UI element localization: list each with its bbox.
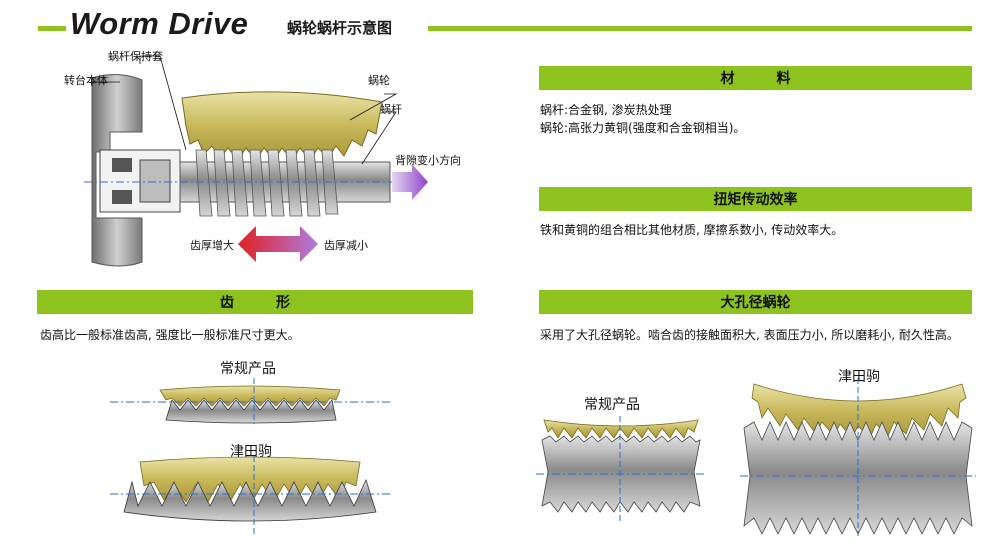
label-turntable-body: 转台本体: [64, 74, 108, 87]
large-bore-caption-normal: 常规产品: [584, 397, 640, 413]
tooth-thickness-arrow: [238, 226, 318, 262]
tooth-shape-text: 齿高比一般标准齿高, 强度比一般标准尺寸更大。: [40, 328, 300, 342]
material-header: 材 料: [539, 66, 972, 90]
backlash-direction-arrow: [392, 164, 428, 200]
header-accent-line-left: [38, 26, 66, 31]
tooth-shape-caption-normal: 常规产品: [220, 361, 276, 377]
large-bore-header: 大孔径蜗轮: [539, 290, 972, 314]
material-line-worm: 蜗杆:合金钢, 渗炭热处理: [540, 103, 672, 117]
efficiency-header: 扭矩传动效率: [539, 187, 972, 211]
label-worm-holder: 蜗杆保持套: [108, 50, 163, 63]
label-worm-wheel: 蜗轮: [368, 74, 390, 87]
tooth-shape-caption-tsuda: 津田驹: [230, 444, 272, 460]
worm-wheel-shape: [181, 91, 383, 161]
tooth-profile-normal: [110, 378, 390, 424]
large-bore-caption-tsuda: 津田驹: [838, 369, 880, 385]
tooth-profile-tsuda: [110, 456, 390, 534]
header-accent-line-right: [428, 26, 972, 31]
label-backlash-direction: 背隙变小方向: [395, 154, 461, 167]
label-worm: 蜗杆: [380, 103, 402, 116]
efficiency-text: 铁和黄铜的组合相比其他材质, 摩擦系数小, 传动效率大。: [540, 223, 844, 237]
material-line-wheel: 蜗轮:高张力黄铜(强度和合金钢相当)。: [540, 121, 746, 135]
large-bore-tsuda-worm: [740, 378, 976, 536]
label-tooth-thinner: 齿厚减小: [324, 239, 368, 252]
worm-drive-diagram: [84, 55, 428, 267]
large-bore-normal-worm: [536, 416, 706, 524]
page-subtitle: 蜗轮蜗杆示意图: [287, 19, 393, 37]
large-bore-text: 采用了大孔径蜗轮。啮合齿的接触面积大, 表面压力小, 所以磨耗小, 耐久性高。: [540, 328, 959, 342]
label-tooth-thicker: 齿厚增大: [190, 239, 234, 252]
turntable-body-shape: [91, 74, 143, 267]
tooth-shape-header: 齿 形: [37, 290, 473, 314]
page-title: Worm Drive: [70, 6, 249, 41]
